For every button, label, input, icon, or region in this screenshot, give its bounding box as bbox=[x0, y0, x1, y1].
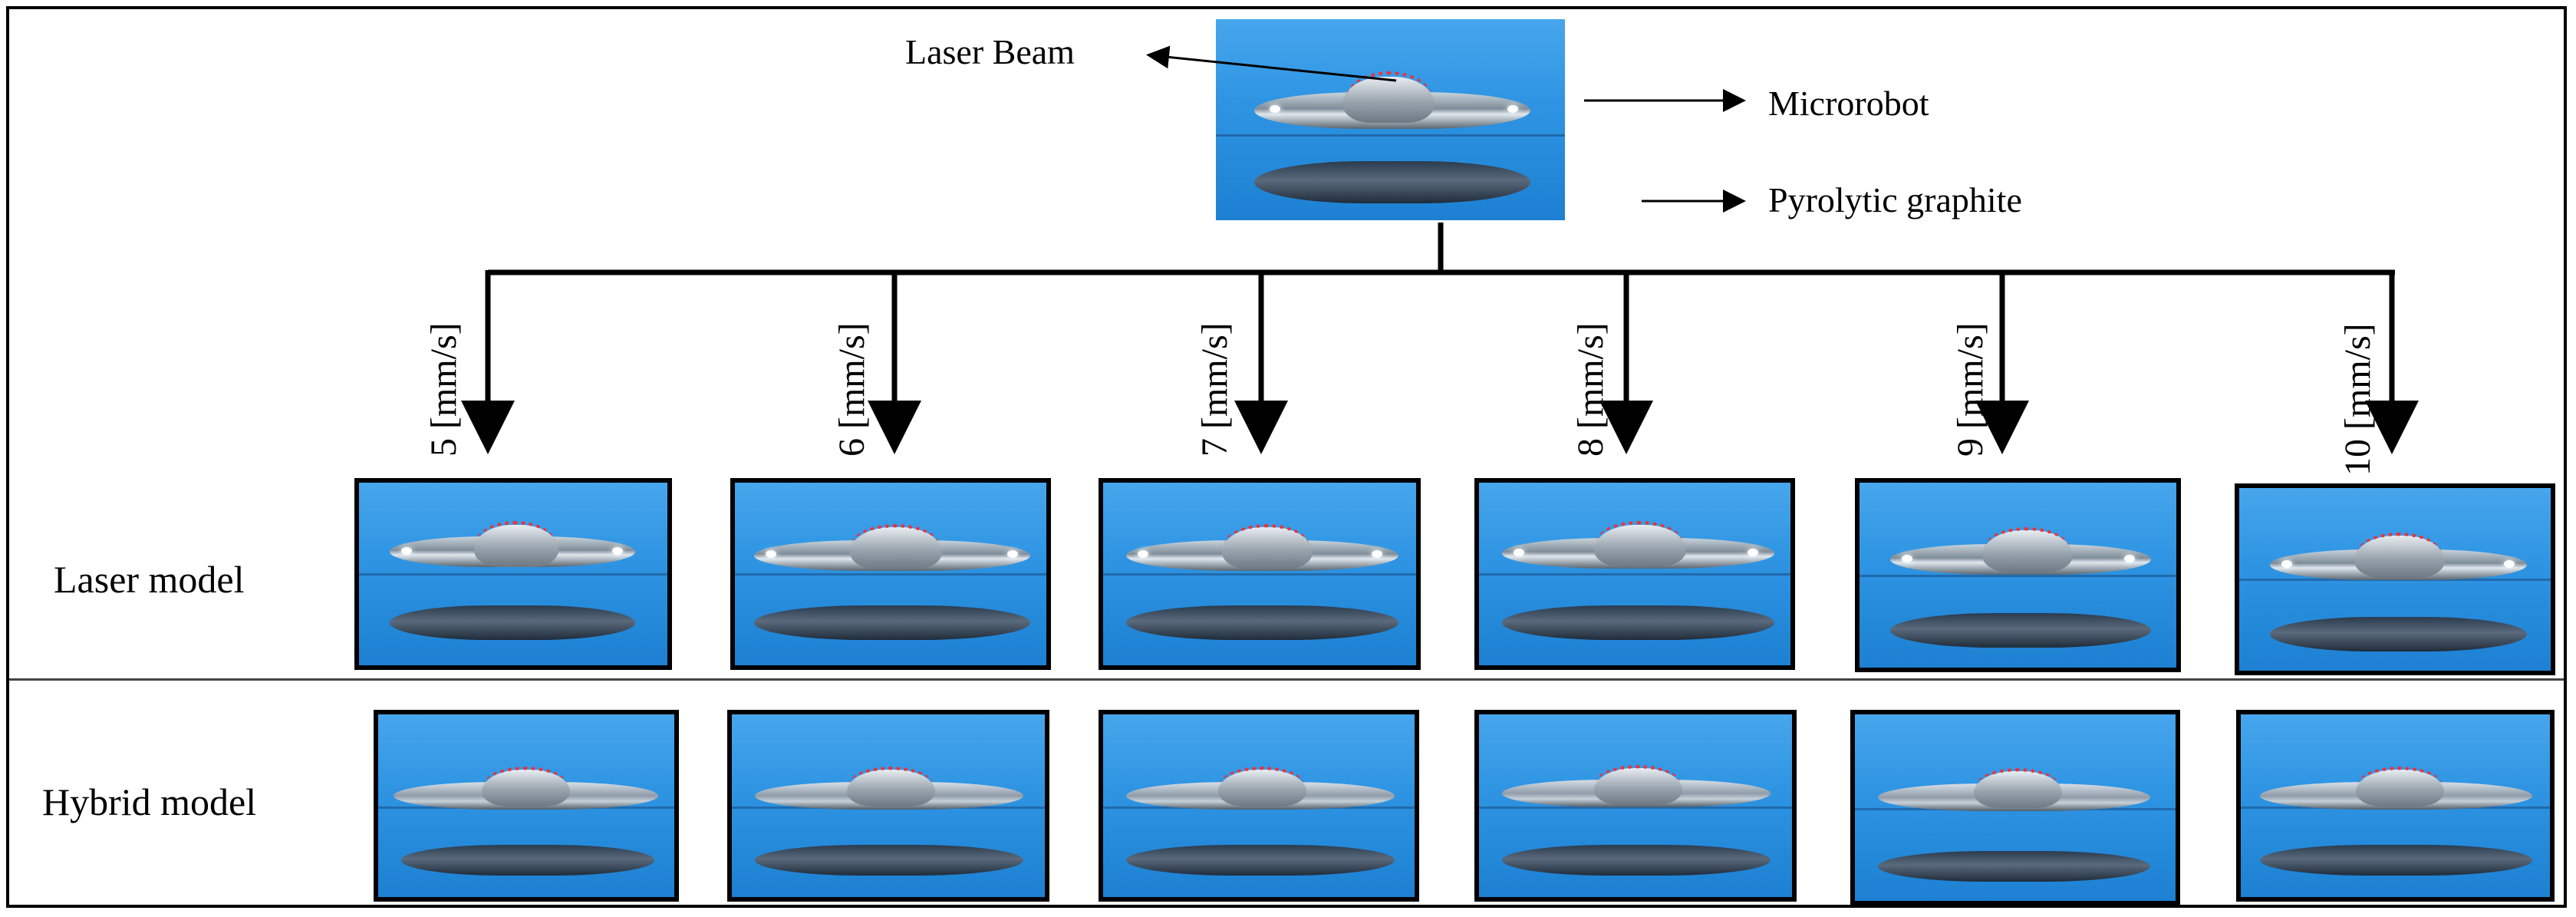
row-label-hybrid-model: Hybrid model bbox=[42, 780, 257, 823]
speed-label-7: 7 [mm/s] bbox=[1194, 322, 1235, 457]
laser-model-photo-5 bbox=[354, 478, 672, 670]
reference-photo bbox=[1216, 19, 1565, 220]
speed-label-9: 9 [mm/s] bbox=[1950, 322, 1991, 457]
laser-model-photo-8 bbox=[1474, 478, 1795, 670]
laser-model-photo-10 bbox=[2235, 483, 2555, 675]
laser-beam-label: Laser Beam bbox=[905, 32, 1075, 71]
row-divider bbox=[9, 678, 2564, 681]
laser-model-photo-6 bbox=[730, 478, 1051, 670]
hybrid-model-photo-6 bbox=[727, 710, 1049, 902]
hybrid-model-photo-8 bbox=[1474, 710, 1797, 902]
row-label-laser-model: Laser model bbox=[54, 558, 245, 601]
speed-label-10: 10 [mm/s] bbox=[2337, 323, 2378, 476]
hybrid-model-photo-7 bbox=[1099, 710, 1419, 902]
hybrid-model-photo-10 bbox=[2236, 710, 2555, 902]
speed-label-8: 8 [mm/s] bbox=[1570, 322, 1611, 457]
hybrid-model-photo-5 bbox=[374, 710, 679, 902]
hybrid-model-photo-9 bbox=[1850, 710, 2180, 905]
figure-frame bbox=[6, 6, 2567, 908]
pyrolytic-graphite-label: Pyrolytic graphite bbox=[1768, 180, 2022, 219]
laser-model-photo-9 bbox=[1855, 478, 2181, 672]
speed-label-5: 5 [mm/s] bbox=[423, 322, 464, 457]
speed-label-6: 6 [mm/s] bbox=[832, 322, 872, 457]
laser-model-photo-7 bbox=[1099, 478, 1421, 670]
microrobot-label: Microrobot bbox=[1768, 84, 1929, 123]
